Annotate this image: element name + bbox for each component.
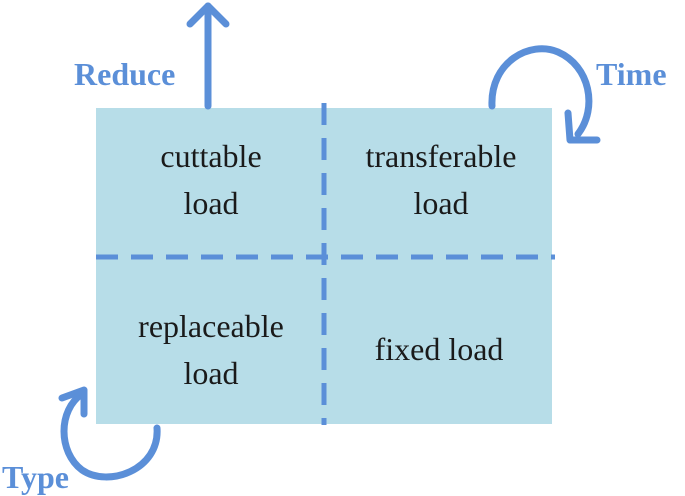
quadrant-top-left-line1: cuttable [160,138,261,174]
reduce-label: Reduce [74,56,175,92]
quadrant-bottom-right: fixed load [375,331,504,367]
counterclockwise-curved-arrow-icon [58,386,161,481]
quadrant-top-right: transferable load [365,138,516,221]
time-label: Time [596,56,667,92]
reduce-arrow-head [186,2,230,28]
quadrant-top-right-line1: transferable [365,138,516,174]
quadrant-top-right-line2: load [413,185,468,221]
quadrant-bottom-left: replaceable load [138,308,284,391]
quadrant-bottom-right-line1: fixed load [375,331,504,367]
time-arrow-arc [488,45,593,138]
type-arrow-arc [60,390,161,481]
quadrant-bottom-left-line1: replaceable [138,308,284,344]
quadrant-top-left: cuttable load [160,138,261,221]
time-arrow-head [564,109,601,144]
quadrant-background [96,108,552,424]
quadrant-top-left-line2: load [183,185,238,221]
clockwise-curved-arrow-icon [488,45,601,144]
arrow-up-icon [186,2,230,110]
type-label: Type [2,459,69,495]
quadrant-bottom-left-line2: load [183,355,238,391]
type-arrow-head [58,386,88,418]
